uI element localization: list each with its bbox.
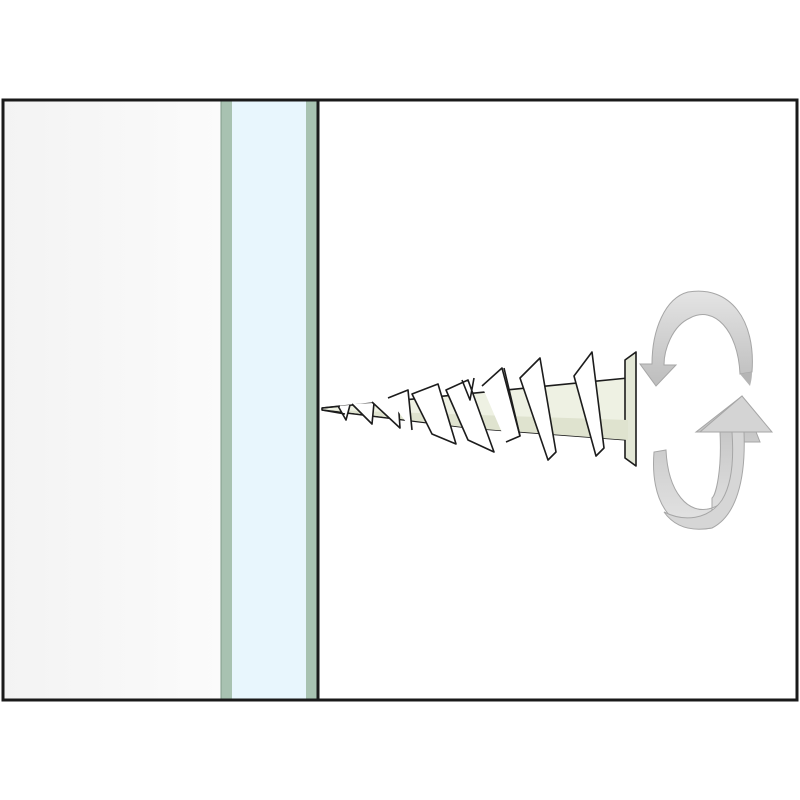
rotation-arrow-upper (639, 290, 753, 387)
board-right-edge (306, 100, 317, 700)
rotate-clockwise-arrows-icon (639, 290, 774, 530)
wall-section (3, 100, 221, 700)
frame-border (1, 98, 799, 702)
drywall-self-drilling-anchor-icon (321, 351, 637, 467)
board-core (232, 100, 306, 700)
board-left-edge (221, 100, 232, 700)
